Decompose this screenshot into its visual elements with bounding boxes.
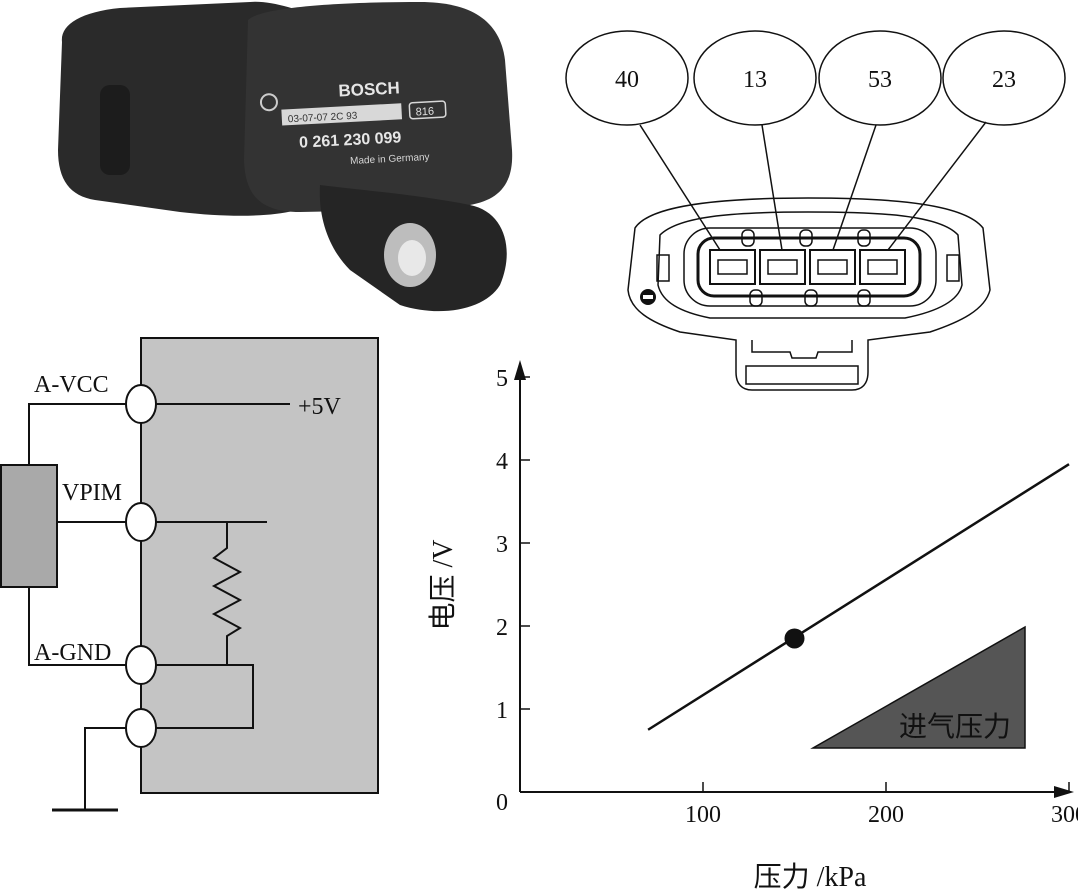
- sensor-part-number: 0 261 230 099: [299, 129, 402, 151]
- y-tick-label-3: 3: [496, 532, 508, 558]
- pin-label-1: 40: [615, 67, 639, 93]
- y-tick-label-0: 0: [496, 790, 508, 816]
- y-tick-label-2: 2: [496, 615, 508, 641]
- sensor-brand: BOSCH: [338, 78, 400, 100]
- x-tick-label-0: 100: [685, 802, 721, 828]
- y-tick-label-5: 5: [496, 366, 508, 392]
- series-lines: [647, 463, 1070, 731]
- pin-label-3: 53: [868, 67, 892, 93]
- pin-socket-1: [709, 249, 756, 285]
- connector-clip: [751, 340, 853, 359]
- pin-bubble-3: [818, 30, 942, 126]
- wire-gnd: [28, 587, 126, 666]
- sensor-mount-hole-inner: [398, 240, 426, 276]
- connector-pinout: [565, 30, 1066, 391]
- pin-key-bottom-2: [804, 289, 818, 307]
- intake-pressure-label: 进气压力: [899, 711, 1011, 743]
- sensor-origin: Made in Germany: [350, 152, 430, 167]
- sensor-logo-mark: [259, 93, 278, 112]
- pin-one-marker-slot: [643, 295, 653, 299]
- intake-pressure-wedge: [810, 625, 1026, 749]
- pin-label-4: 23: [992, 67, 1016, 93]
- pin-leader-2: [761, 124, 783, 251]
- sensor-photo: BOSCH 03-07-07 2C 93 816 0 261 230 099 M…: [58, 1, 513, 312]
- pullup-resistor: [211, 522, 243, 665]
- x-axis-label: 压力 /kPa: [754, 861, 867, 893]
- pin-socket-2: [759, 249, 806, 285]
- y-axis-arrow-icon: [514, 360, 526, 380]
- connector-outer-shell: [627, 197, 991, 391]
- connector-inner-shell: [657, 211, 963, 319]
- connector-pin-labels: 40 13 53 23: [615, 67, 1016, 93]
- pin-socket-4-contact: [867, 259, 898, 275]
- pin-key-2: [799, 229, 813, 247]
- sensor-code-strip: [281, 103, 403, 126]
- y-tick-label-4: 4: [496, 449, 508, 475]
- voltage-pressure-chart: 0 1 2 3 4 5 100 200 300 进气压力 电压 /V 压力 /kPa: [427, 360, 1078, 893]
- wire-gnd-internal: [156, 664, 254, 729]
- pin-bubble-1: [565, 30, 689, 126]
- x-tick-label-2: 300: [1051, 802, 1078, 828]
- x-ticks: 100 200 300: [685, 782, 1078, 828]
- label-gnd: A-GND: [34, 640, 111, 666]
- pin-label-2: 13: [743, 67, 767, 93]
- sensor-element: [0, 464, 58, 588]
- terminal-ground: [125, 708, 157, 748]
- markers: [784, 628, 805, 649]
- y-axis-label: 电压 /V: [427, 539, 459, 630]
- label-vpim: VPIM: [62, 480, 122, 506]
- y-ticks: 0 1 2 3 4 5: [496, 366, 530, 816]
- pin-socket-3-contact: [817, 259, 848, 275]
- pin-bubble-4: [942, 30, 1066, 126]
- terminal-gnd: [125, 645, 157, 685]
- label-supply: +5V: [298, 394, 342, 420]
- sensor-badge-box: [408, 100, 447, 120]
- x-tick-label-1: 200: [868, 802, 904, 828]
- wire-ground: [84, 727, 126, 810]
- label-vcc: A-VCC: [34, 372, 109, 398]
- pin-socket-3: [809, 249, 856, 285]
- circuit-schematic: A-VCC VPIM A-GND +5V: [0, 337, 379, 812]
- wire-vcc: [28, 403, 126, 465]
- pin-leader-1: [639, 124, 721, 251]
- ecu-box: [140, 337, 379, 794]
- sensor-label-area: BOSCH 03-07-07 2C 93 816 0 261 230 099 M…: [259, 78, 447, 167]
- pin-key-1: [741, 229, 755, 247]
- y-tick-label-1: 1: [496, 698, 508, 724]
- sensor-code: 03-07-07 2C 93: [288, 111, 358, 126]
- pin-key-bottom-3: [857, 289, 871, 307]
- sensor-side-nub: [100, 85, 130, 175]
- connector-latch-left: [656, 254, 670, 282]
- pin-socket-2-contact: [767, 259, 798, 275]
- x-axis-arrow-icon: [1054, 786, 1074, 798]
- pin-leader-3: [832, 124, 877, 251]
- terminal-vpim: [125, 502, 157, 542]
- pin-key-3: [857, 229, 871, 247]
- pin-socket-1-contact: [717, 259, 748, 275]
- sensor-badge: 816: [415, 106, 434, 119]
- pin-key-bottom-1: [749, 289, 763, 307]
- pin-bubble-2: [693, 30, 817, 126]
- pin-socket-4: [859, 249, 906, 285]
- connector-socket-inner: [696, 236, 922, 298]
- pin-leader-4: [887, 121, 987, 251]
- terminal-vcc: [125, 384, 157, 424]
- connector-latch-right: [946, 254, 960, 282]
- voltage-line-0: [647, 463, 1070, 731]
- connector-clip-base: [745, 365, 859, 385]
- operating-point-marker: [784, 628, 805, 649]
